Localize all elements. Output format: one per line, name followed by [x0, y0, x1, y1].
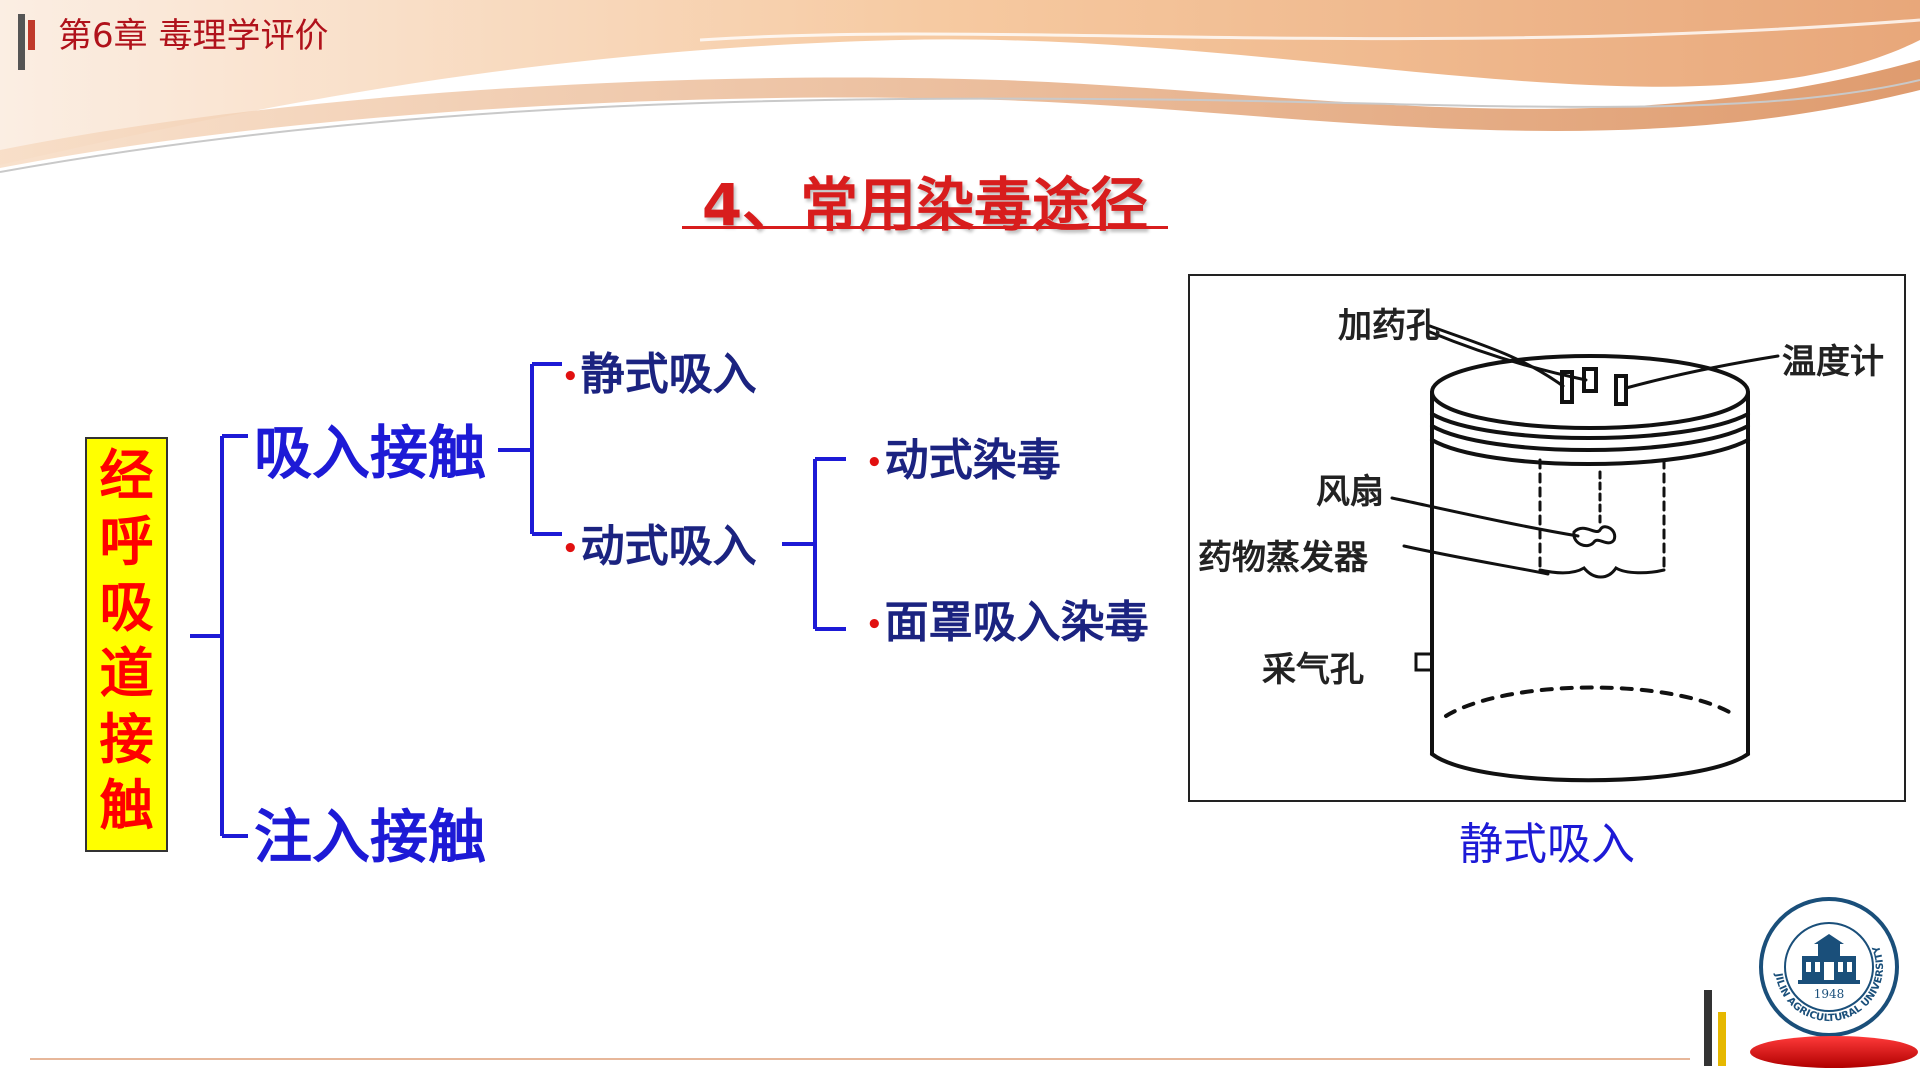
seal-year: 1948 [1814, 987, 1845, 1001]
root-node-box [85, 437, 168, 852]
bullet-dot: • [866, 610, 883, 640]
footer-line [30, 1058, 1690, 1060]
inhalation-bracket [498, 362, 562, 536]
university-seal-logo: JILIN AGRICULTURAL UNIVERSITY 1948 [1759, 897, 1899, 1037]
footer-marker [1704, 990, 1726, 1066]
bullet-dot: • [866, 448, 883, 478]
figure-caption: 静式吸入 [1459, 819, 1635, 870]
root-node-label: 经呼吸道接触 [99, 444, 154, 837]
chapter-title: 第6章 毒理学评价 [58, 16, 329, 56]
label-dosing-hole: 加药孔 [1338, 306, 1440, 346]
node-mask-inhalation: •面罩吸入染毒 [866, 597, 1149, 648]
label-fan: 风扇 [1316, 472, 1384, 512]
node-static-inhalation: •静式吸入 [562, 349, 757, 400]
node-dynamic-exposure: •动式染毒 [866, 435, 1061, 486]
root-bracket [190, 434, 248, 838]
branch-injection: 注入接触 [254, 803, 487, 871]
bullet-dot: • [562, 362, 579, 392]
label-evaporator: 药物蒸发器 [1198, 538, 1368, 578]
static-inhalation-chamber-illustration [1390, 324, 1780, 783]
header-marker [18, 14, 35, 70]
footer-red-oval [1750, 1036, 1918, 1068]
node-dynamic-inhalation: •动式吸入 [562, 521, 757, 572]
branch-inhalation: 吸入接触 [254, 419, 487, 487]
dynamic-bracket [782, 457, 846, 631]
label-thermometer: 温度计 [1782, 342, 1884, 382]
figure-frame [1188, 274, 1906, 802]
header-decoration [0, 0, 1920, 173]
label-sampling-hole: 采气孔 [1262, 650, 1364, 690]
bullet-dot: • [562, 534, 579, 564]
title-underline [682, 226, 1168, 229]
